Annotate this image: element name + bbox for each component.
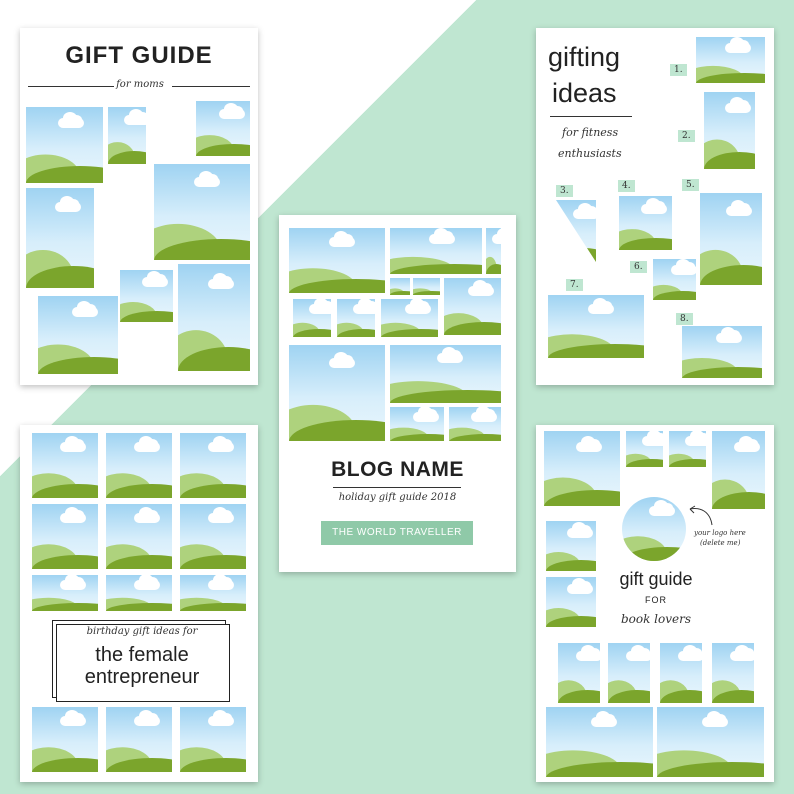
image-placeholder xyxy=(449,407,501,441)
image-placeholder xyxy=(106,575,172,611)
image-placeholder xyxy=(544,431,620,506)
image-placeholder xyxy=(26,107,103,183)
card-subtitle: for moms xyxy=(116,79,164,90)
image-placeholder xyxy=(154,164,250,260)
card-title-line2: FOR xyxy=(645,595,667,605)
image-placeholder xyxy=(289,228,385,293)
card-small-title: birthday gift ideas for xyxy=(86,626,198,637)
image-placeholder xyxy=(608,643,650,703)
image-placeholder xyxy=(486,228,501,274)
image-placeholder xyxy=(626,431,663,467)
image-placeholder xyxy=(653,259,696,300)
item-number-1: 1. xyxy=(670,64,687,76)
item-number-5: 5. xyxy=(682,179,699,191)
image-placeholder xyxy=(390,278,410,295)
arrow-icon xyxy=(689,505,713,526)
blog-subtitle: holiday gift guide 2018 xyxy=(338,492,457,503)
image-placeholder xyxy=(180,707,246,772)
image-placeholder xyxy=(444,278,501,335)
card-title-line1: gifting xyxy=(548,42,621,72)
template-card-blog-name[interactable]: BLOG NAME holiday gift guide 2018 THE WO… xyxy=(279,215,516,572)
title-underline xyxy=(333,487,461,488)
template-card-gift-guide-moms[interactable]: GIFT GUIDE for moms xyxy=(20,28,258,385)
item-number-6: 6. xyxy=(630,261,647,273)
image-placeholder xyxy=(106,433,172,498)
logo-circle-placeholder xyxy=(622,497,686,561)
blog-title: BLOG NAME xyxy=(331,458,464,481)
image-placeholder xyxy=(32,433,98,498)
card-title-line2: ideas xyxy=(552,78,617,108)
image-placeholder xyxy=(696,37,765,83)
image-placeholder xyxy=(558,643,600,703)
card-subtitle-line1: for fitness xyxy=(562,126,619,139)
item-number-7: 7. xyxy=(566,279,583,291)
card-title-line3: book lovers xyxy=(620,612,692,626)
image-placeholder xyxy=(32,504,98,569)
image-placeholder xyxy=(196,101,250,156)
image-placeholder xyxy=(180,504,246,569)
card-title: GIFT GUIDE xyxy=(65,42,213,69)
image-placeholder xyxy=(106,504,172,569)
image-placeholder xyxy=(546,577,596,627)
image-placeholder xyxy=(108,107,146,164)
image-placeholder xyxy=(32,707,98,772)
image-placeholder xyxy=(32,575,98,611)
card-title-line1: the female xyxy=(95,644,189,666)
image-placeholder xyxy=(180,433,246,498)
image-placeholder xyxy=(669,431,706,467)
image-placeholder xyxy=(381,299,438,337)
image-placeholder xyxy=(178,264,250,371)
title-underline xyxy=(550,116,632,117)
image-placeholder xyxy=(38,296,118,374)
item-number-3: 3. xyxy=(556,185,573,197)
image-placeholder xyxy=(289,345,385,441)
blog-tagline-text: THE WORLD TRAVELLER xyxy=(332,527,462,538)
image-placeholder xyxy=(619,196,672,250)
card-title-line1: gift guide xyxy=(619,569,693,589)
image-placeholder xyxy=(413,278,440,295)
card-subtitle-line2: enthusiasts xyxy=(558,147,622,160)
template-card-book-lovers[interactable]: your logo here (delete me) gift guide FO… xyxy=(536,425,774,782)
divider-left xyxy=(28,86,114,87)
title-frame-front xyxy=(56,624,230,702)
logo-note-line2: (delete me) xyxy=(700,539,741,547)
logo-note-line1: your logo here xyxy=(694,529,746,537)
image-placeholder xyxy=(712,643,754,703)
image-placeholder xyxy=(704,92,755,169)
image-placeholder xyxy=(106,707,172,772)
image-placeholder xyxy=(657,707,764,777)
image-placeholder xyxy=(26,188,94,288)
item-number-4: 4. xyxy=(618,180,635,192)
image-placeholder xyxy=(390,345,501,403)
image-placeholder xyxy=(682,326,762,378)
image-placeholder xyxy=(660,643,702,703)
image-placeholder xyxy=(546,707,653,777)
image-placeholder xyxy=(712,431,765,509)
card-title-line2: entrepreneur xyxy=(84,666,200,688)
image-placeholder xyxy=(180,575,246,611)
image-placeholder xyxy=(546,521,596,571)
image-placeholder xyxy=(548,295,644,358)
image-placeholder xyxy=(120,270,173,322)
image-placeholder xyxy=(390,228,482,274)
blog-tagline-banner xyxy=(321,521,473,545)
template-card-female-entrepreneur[interactable]: birthday gift ideas for the female entre… xyxy=(20,425,258,782)
image-placeholder xyxy=(556,200,596,262)
item-number-2: 2. xyxy=(678,130,695,142)
image-placeholder xyxy=(293,299,331,337)
item-number-8: 8. xyxy=(676,313,693,325)
template-card-gifting-ideas[interactable]: gifting ideas for fitness enthusiasts 1.… xyxy=(536,28,774,385)
divider-right xyxy=(172,86,250,87)
image-placeholder xyxy=(337,299,375,337)
image-placeholder xyxy=(700,193,762,285)
image-placeholder xyxy=(390,407,444,441)
